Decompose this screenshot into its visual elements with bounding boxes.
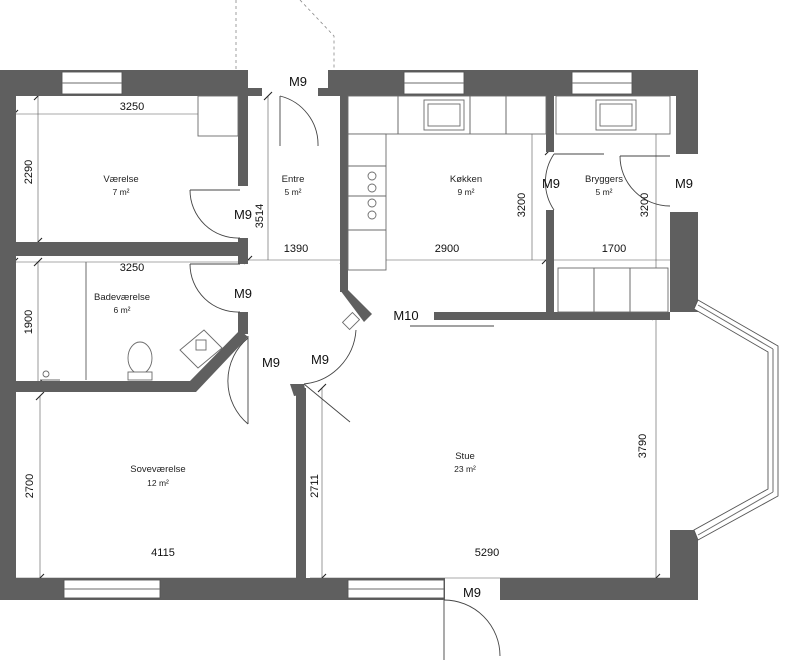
- room-area-badevaerelse: 6 m²: [114, 305, 131, 315]
- dim-bad-depth: 1900: [23, 310, 35, 334]
- dim-stue-depth: 3790: [637, 434, 649, 458]
- dim-bryggers-width: 1700: [602, 243, 626, 255]
- bay-window: [693, 299, 779, 541]
- room-area-bryggers: 5 m²: [596, 187, 613, 197]
- bathroom-fixtures: [40, 262, 223, 381]
- utility-furniture: [555, 95, 671, 313]
- wardrobe: [197, 95, 239, 137]
- room-area-entre: 5 m²: [285, 187, 302, 197]
- door-label-vaerelse: M9: [234, 207, 252, 222]
- interior-walls: [16, 96, 670, 578]
- room-area-stue: 23 m²: [454, 464, 476, 474]
- room-name-stue: Stue: [455, 451, 475, 462]
- door-label-bad: M9: [234, 286, 252, 301]
- dim-bryggers-depth: 3200: [639, 193, 651, 217]
- dim-stue-width: 5290: [475, 547, 499, 559]
- dim-vaerelse-width: 3250: [120, 101, 144, 113]
- door-label-sove: M9: [262, 355, 280, 370]
- room-name-bryggers: Bryggers: [585, 174, 623, 185]
- door-label-entry-top: M9: [289, 74, 307, 89]
- dim-sove-width: 4115: [151, 547, 175, 559]
- door-label-stue: M9: [311, 352, 329, 367]
- kitchen-furniture: [347, 95, 547, 271]
- dim-vaerelse-depth: 2290: [23, 160, 35, 184]
- room-area-kokken: 9 m²: [458, 187, 475, 197]
- door-label-bryggers: M9: [675, 176, 693, 191]
- dim-kokken-width: 2900: [435, 243, 459, 255]
- room-name-entre: Entre: [282, 174, 305, 185]
- windows: [61, 71, 633, 599]
- room-labels: Værelse 7 m² Entre 5 m² Køkken 9 m² Bryg…: [94, 174, 623, 488]
- exterior-walls: [0, 70, 698, 600]
- room-area-sovevaerelse: 12 m²: [147, 478, 169, 488]
- room-name-sovevaerelse: Soveværelse: [130, 464, 185, 475]
- dim-entre-depth: 3514: [254, 204, 266, 228]
- dim-stue-wall: 2711: [309, 474, 321, 498]
- door-label-sliding: M10: [393, 308, 418, 323]
- entry-canopy: [235, 0, 335, 70]
- room-name-badevaerelse: Badeværelse: [94, 292, 150, 303]
- dim-bad-width: 3250: [120, 262, 144, 274]
- room-name-vaerelse: Værelse: [103, 174, 138, 185]
- door-label-kokken: M9: [542, 176, 560, 191]
- dim-kokken-depth: 3200: [516, 193, 528, 217]
- room-name-kokken: Køkken: [450, 174, 482, 185]
- dimension-labels: 3250 2290 3514 1390 2900 3200 3200 1700 …: [23, 101, 651, 559]
- door-swings: [189, 95, 671, 660]
- dim-sove-depth: 2700: [24, 474, 36, 498]
- door-label-entry-bottom: M9: [463, 585, 481, 600]
- room-area-vaerelse: 7 m²: [113, 187, 130, 197]
- dim-entre-width: 1390: [284, 243, 308, 255]
- door-labels: M9 M9 M9 M9 M9 M9 M9 M9 M10: [234, 74, 693, 600]
